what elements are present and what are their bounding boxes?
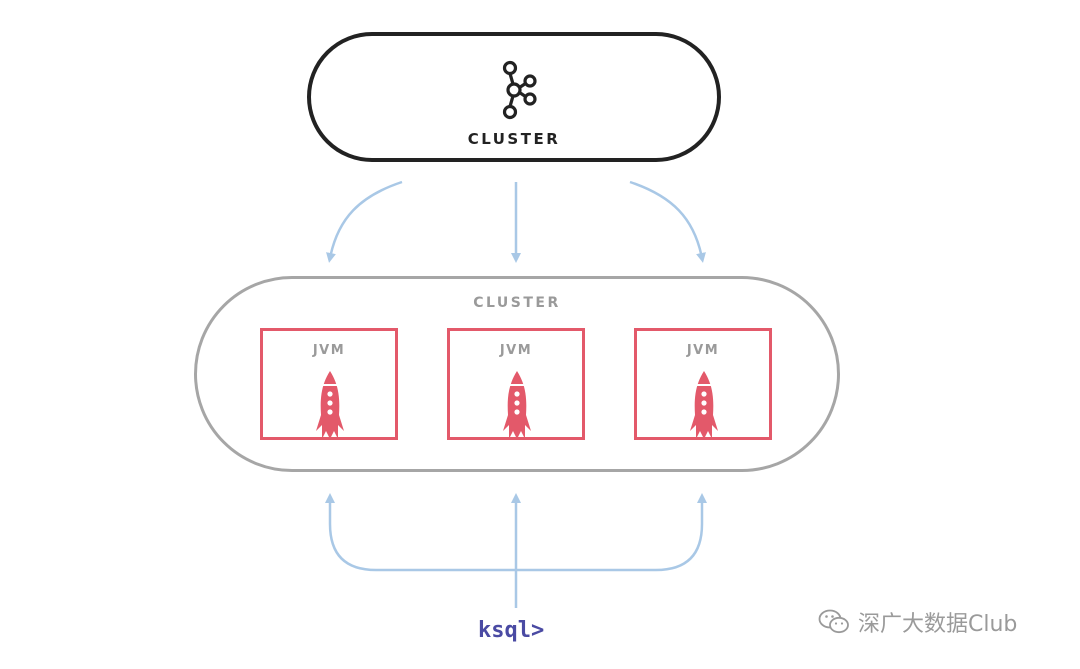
- wechat-icon: [818, 609, 849, 634]
- rocket-icon: [503, 371, 531, 439]
- watermark-text: 深广大数据Club: [858, 612, 1018, 637]
- kafka-cluster-label: CLUSTER: [467, 130, 561, 148]
- jvm-box-1: JVM: [260, 328, 398, 440]
- arrow-down-right: [629, 180, 706, 263]
- rocket-icon: [690, 371, 718, 439]
- ksql-cluster-label: CLUSTER: [473, 295, 561, 311]
- jvm-box-3: JVM: [634, 328, 772, 440]
- arrow-up-left: [325, 493, 516, 572]
- ksql-prompt: ksql>: [478, 618, 545, 643]
- kafka-cluster: CLUSTER: [307, 32, 721, 162]
- arrow-up-right: [516, 493, 707, 572]
- jvm-box-2: JVM: [447, 328, 585, 440]
- arrow-down-left: [326, 180, 403, 263]
- watermark: 深广大数据Club: [818, 605, 1017, 639]
- jvm-label: JVM: [686, 343, 720, 358]
- jvm-label: JVM: [499, 343, 533, 358]
- jvm-label: JVM: [312, 343, 346, 358]
- rocket-icon: [316, 371, 344, 439]
- kafka-logo-icon: [502, 60, 537, 120]
